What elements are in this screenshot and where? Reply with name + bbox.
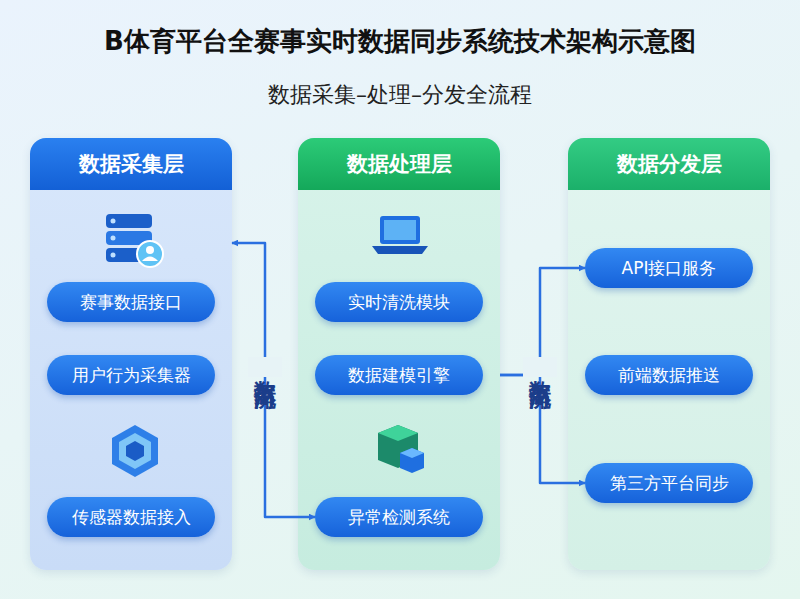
- layer-header: 数据分发层: [568, 138, 770, 190]
- module-label: 实时清洗模块: [348, 291, 450, 314]
- module-pill: 前端数据推送: [585, 355, 753, 395]
- module-label: 用户行为采集器: [72, 364, 191, 387]
- module-label: API接口服务: [622, 257, 717, 280]
- layer-header: 数据采集层: [30, 138, 232, 190]
- flow-label: 数据流向: [248, 357, 282, 377]
- module-label: 数据建模引擎: [348, 364, 450, 387]
- layer-header: 数据处理层: [298, 138, 500, 190]
- diagram-subtitle: 数据采集–处理–分发全流程: [0, 80, 800, 110]
- module-label: 前端数据推送: [618, 364, 720, 387]
- module-pill: 数据建模引擎: [315, 355, 483, 395]
- module-pill: 实时清洗模块: [315, 282, 483, 322]
- module-label: 传感器数据接入: [72, 506, 191, 529]
- laptop-icon: [372, 216, 428, 254]
- layer-column: 数据采集层赛事数据接口用户行为采集器传感器数据接入: [30, 138, 232, 570]
- cube-icon: [112, 425, 158, 477]
- cubes-icon: [378, 425, 424, 473]
- flow-connector: [232, 243, 315, 517]
- module-pill: API接口服务: [585, 248, 753, 288]
- module-label: 第三方平台同步: [610, 472, 729, 495]
- module-pill: 用户行为采集器: [47, 355, 215, 395]
- database-icon: [106, 214, 163, 267]
- layer-column: 数据处理层实时清洗模块数据建模引擎异常检测系统: [298, 138, 500, 570]
- flow-connector: [500, 375, 585, 483]
- layer-column: 数据分发层 API接口服务前端数据推送第三方平台同步: [568, 138, 770, 570]
- module-pill: 异常检测系统: [315, 497, 483, 537]
- module-pill: 传感器数据接入: [47, 497, 215, 537]
- module-pill: 第三方平台同步: [585, 463, 753, 503]
- module-pill: 赛事数据接口: [47, 282, 215, 322]
- module-label: 赛事数据接口: [80, 291, 182, 314]
- diagram-title: B体育平台全赛事实时数据同步系统技术架构示意图: [0, 24, 800, 59]
- module-label: 异常检测系统: [348, 506, 450, 529]
- flow-label: 数据流向: [523, 357, 557, 377]
